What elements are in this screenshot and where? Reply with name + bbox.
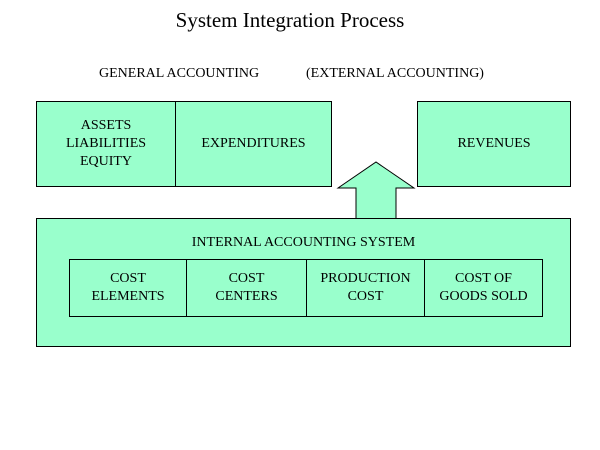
cost-of-goods-sold-box: COST OF GOODS SOLD — [424, 259, 543, 317]
production-cost-text: PRODUCTION COST — [320, 271, 411, 304]
cost-centers-text: COST CENTERS — [215, 271, 278, 304]
general-accounting-label: GENERAL ACCOUNTING — [99, 66, 260, 81]
page-title: System Integration Process — [175, 8, 405, 32]
cost-elements-text: COST ELEMENTS — [91, 271, 165, 304]
production-cost-box: PRODUCTION COST — [306, 259, 425, 317]
revenues-box: REVENUES — [417, 101, 571, 187]
balance-sheet-box: ASSETS LIABILITIES EQUITY — [36, 101, 176, 187]
up-arrow-shape — [336, 161, 416, 220]
expenditures-box: EXPENDITURES — [175, 101, 332, 187]
internal-accounting-label: INTERNAL ACCOUNTING SYSTEM — [191, 235, 416, 250]
cost-of-goods-sold-text: COST OF GOODS SOLD — [439, 271, 528, 304]
expenditures-text: EXPENDITURES — [201, 136, 306, 151]
cost-elements-box: COST ELEMENTS — [69, 259, 187, 317]
external-accounting-label: (EXTERNAL ACCOUNTING) — [306, 66, 484, 81]
balance-sheet-text: ASSETS LIABILITIES EQUITY — [65, 118, 147, 169]
cost-centers-box: COST CENTERS — [186, 259, 307, 317]
revenues-text: REVENUES — [457, 136, 531, 151]
